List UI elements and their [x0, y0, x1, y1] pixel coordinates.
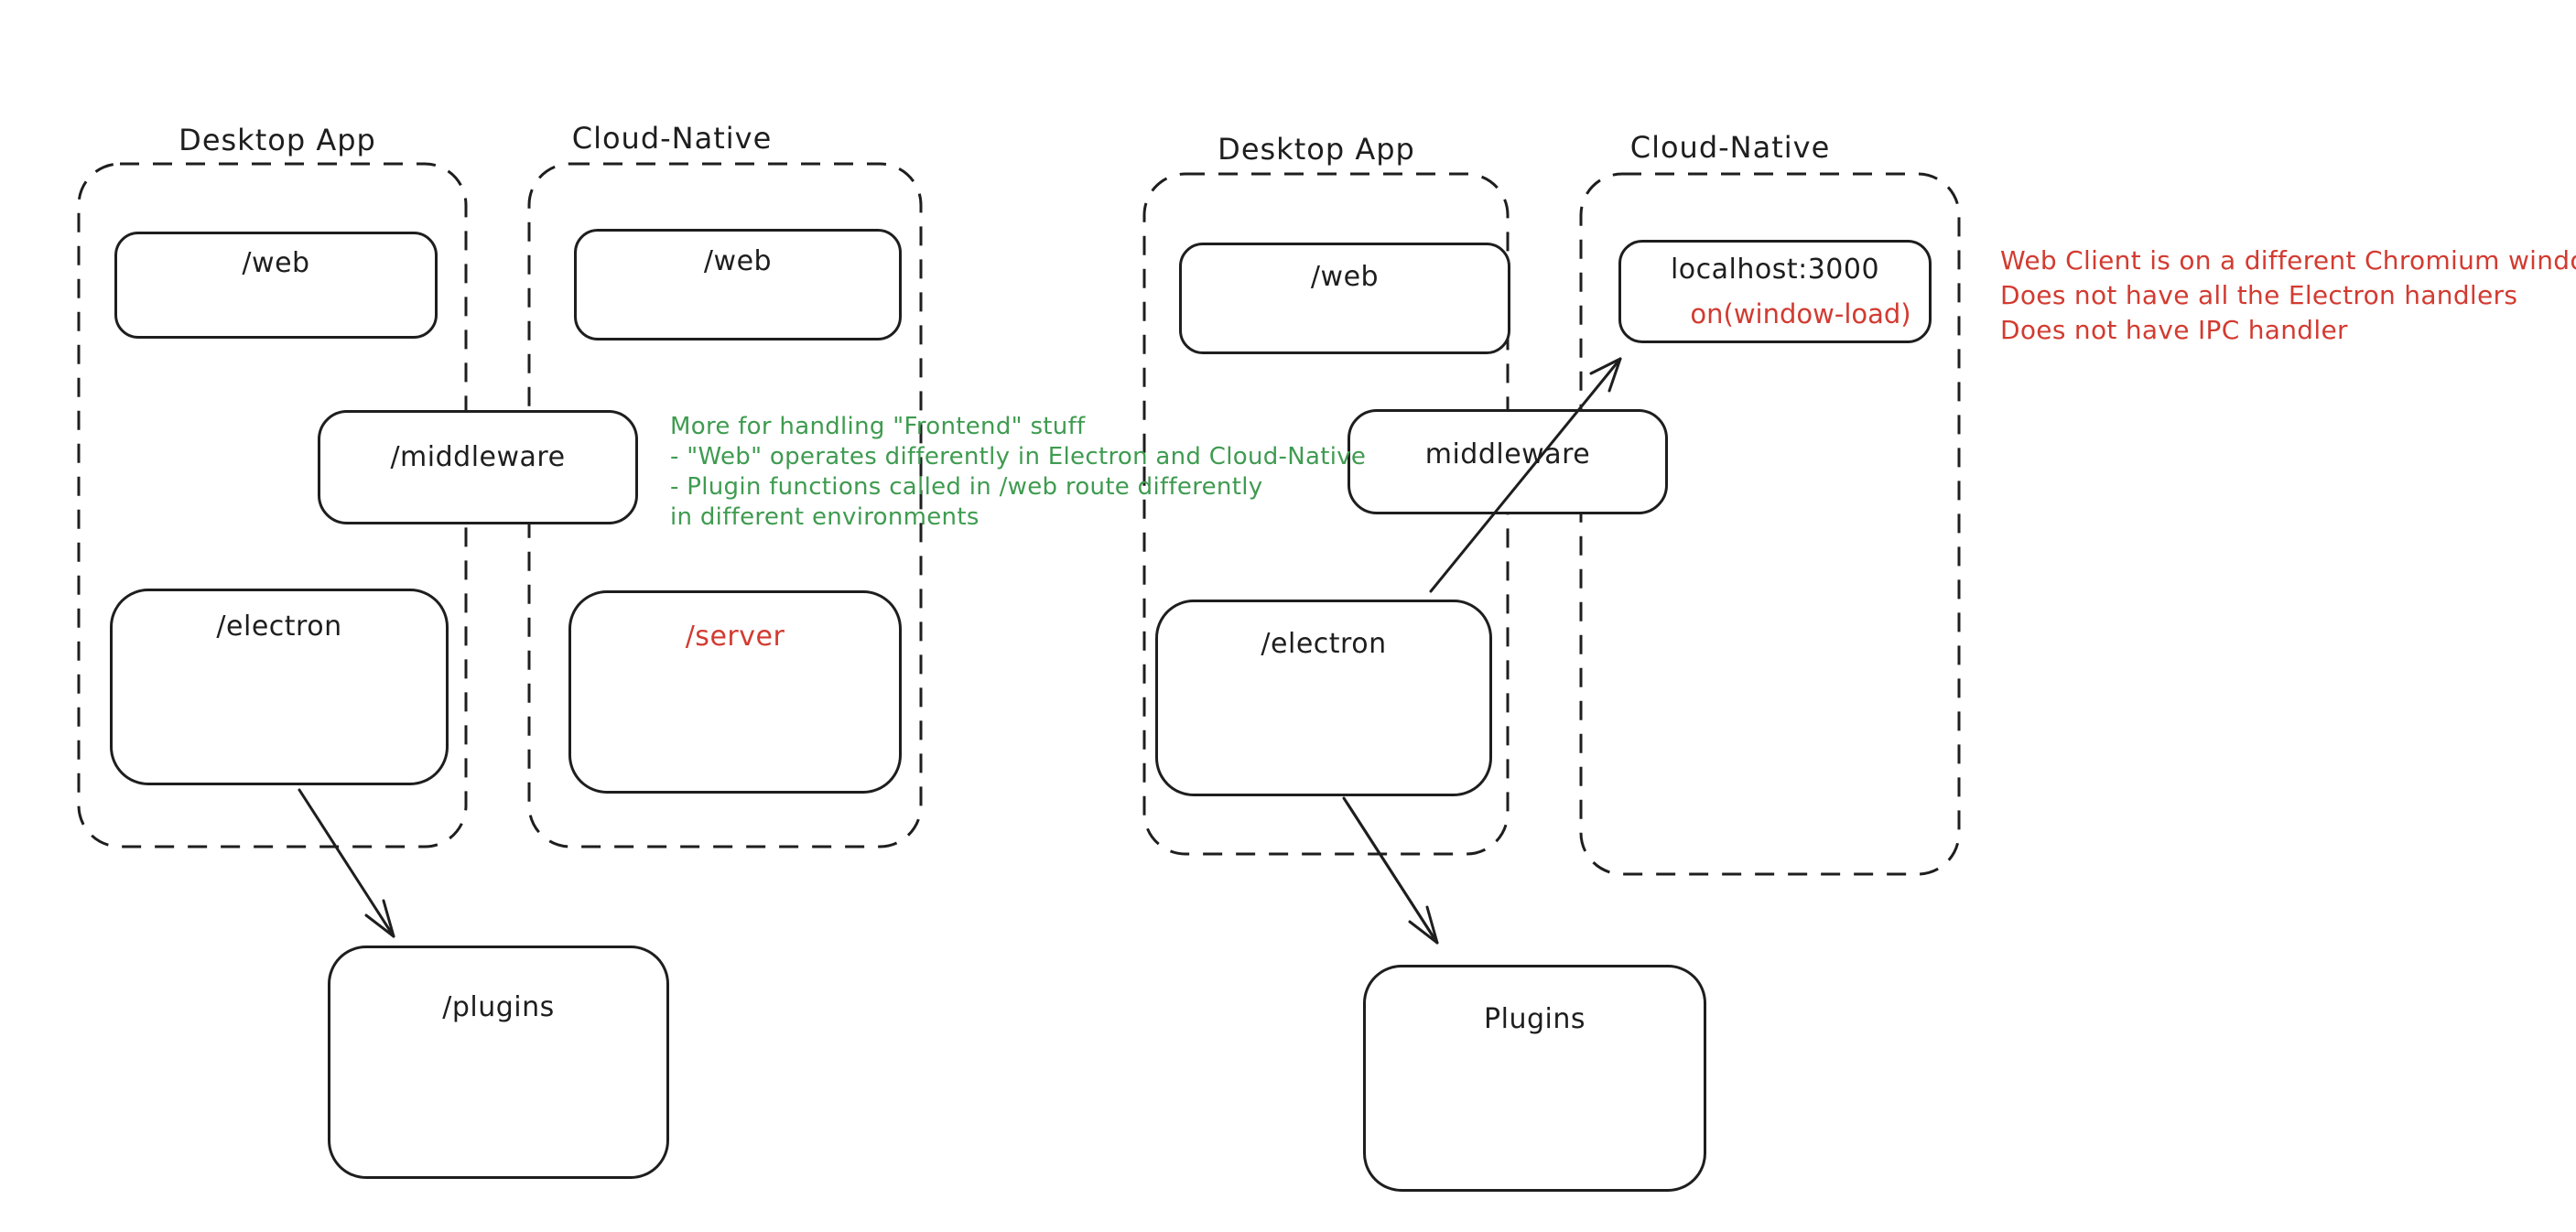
right-middleware-label: middleware — [1424, 438, 1591, 470]
note-line: in different environments — [670, 503, 980, 531]
right-middleware-box[interactable]: middleware — [1348, 409, 1668, 514]
right-desktop-app-title: Desktop App — [1218, 132, 1415, 167]
note-line: Web Client is on a different Chromium wi… — [2000, 245, 2576, 276]
right-cloud-native-title: Cloud-Native — [1629, 130, 1831, 165]
left-plugins-label: /plugins — [442, 991, 555, 1023]
left-desktop-web-label: /web — [242, 247, 310, 279]
left-electron-to-plugins-arrow[interactable] — [298, 788, 395, 938]
note-line: Does not have IPC handler — [2000, 315, 2348, 345]
note-line: More for handling "Frontend" stuff — [670, 413, 1086, 440]
left-desktop-app-title: Desktop App — [179, 123, 376, 157]
left-middleware-box[interactable]: /middleware — [318, 410, 638, 524]
right-localhost-label: localhost:3000 — [1670, 254, 1880, 286]
left-server-label: /server — [685, 621, 785, 653]
left-middleware-label: /middleware — [390, 441, 566, 473]
right-window-load-label: on(window-load) — [1690, 298, 1911, 330]
left-plugins-box[interactable]: /plugins — [328, 946, 669, 1179]
right-web-label: /web — [1310, 261, 1380, 293]
right-note[interactable]: Web Client is on a different Chromium wi… — [2000, 243, 2576, 348]
right-plugins-label: Plugins — [1484, 1003, 1586, 1035]
right-localhost-box[interactable]: localhost:3000 on(window-load) — [1618, 240, 1932, 343]
left-desktop-web-box[interactable]: /web — [114, 232, 438, 339]
left-electron-box[interactable]: /electron — [110, 589, 449, 785]
note-line: - Plugin functions called in /web route … — [670, 473, 1263, 501]
right-web-box[interactable]: /web — [1179, 243, 1510, 354]
left-cloud-web-label: /web — [703, 245, 773, 277]
left-electron-label: /electron — [216, 611, 342, 643]
right-plugins-box[interactable]: Plugins — [1363, 965, 1706, 1192]
left-note[interactable]: More for handling "Frontend" stuff - "We… — [670, 412, 1366, 533]
left-cloud-native-title: Cloud-Native — [571, 121, 773, 156]
left-cloud-web-box[interactable]: /web — [574, 229, 902, 340]
note-line: Does not have all the Electron handlers — [2000, 280, 2518, 310]
right-electron-to-plugins-arrow[interactable] — [1342, 796, 1439, 945]
right-electron-label: /electron — [1261, 628, 1387, 660]
left-server-box[interactable]: /server — [568, 590, 902, 794]
note-line: - "Web" operates differently in Electron… — [670, 443, 1367, 470]
right-electron-box[interactable]: /electron — [1155, 600, 1492, 796]
